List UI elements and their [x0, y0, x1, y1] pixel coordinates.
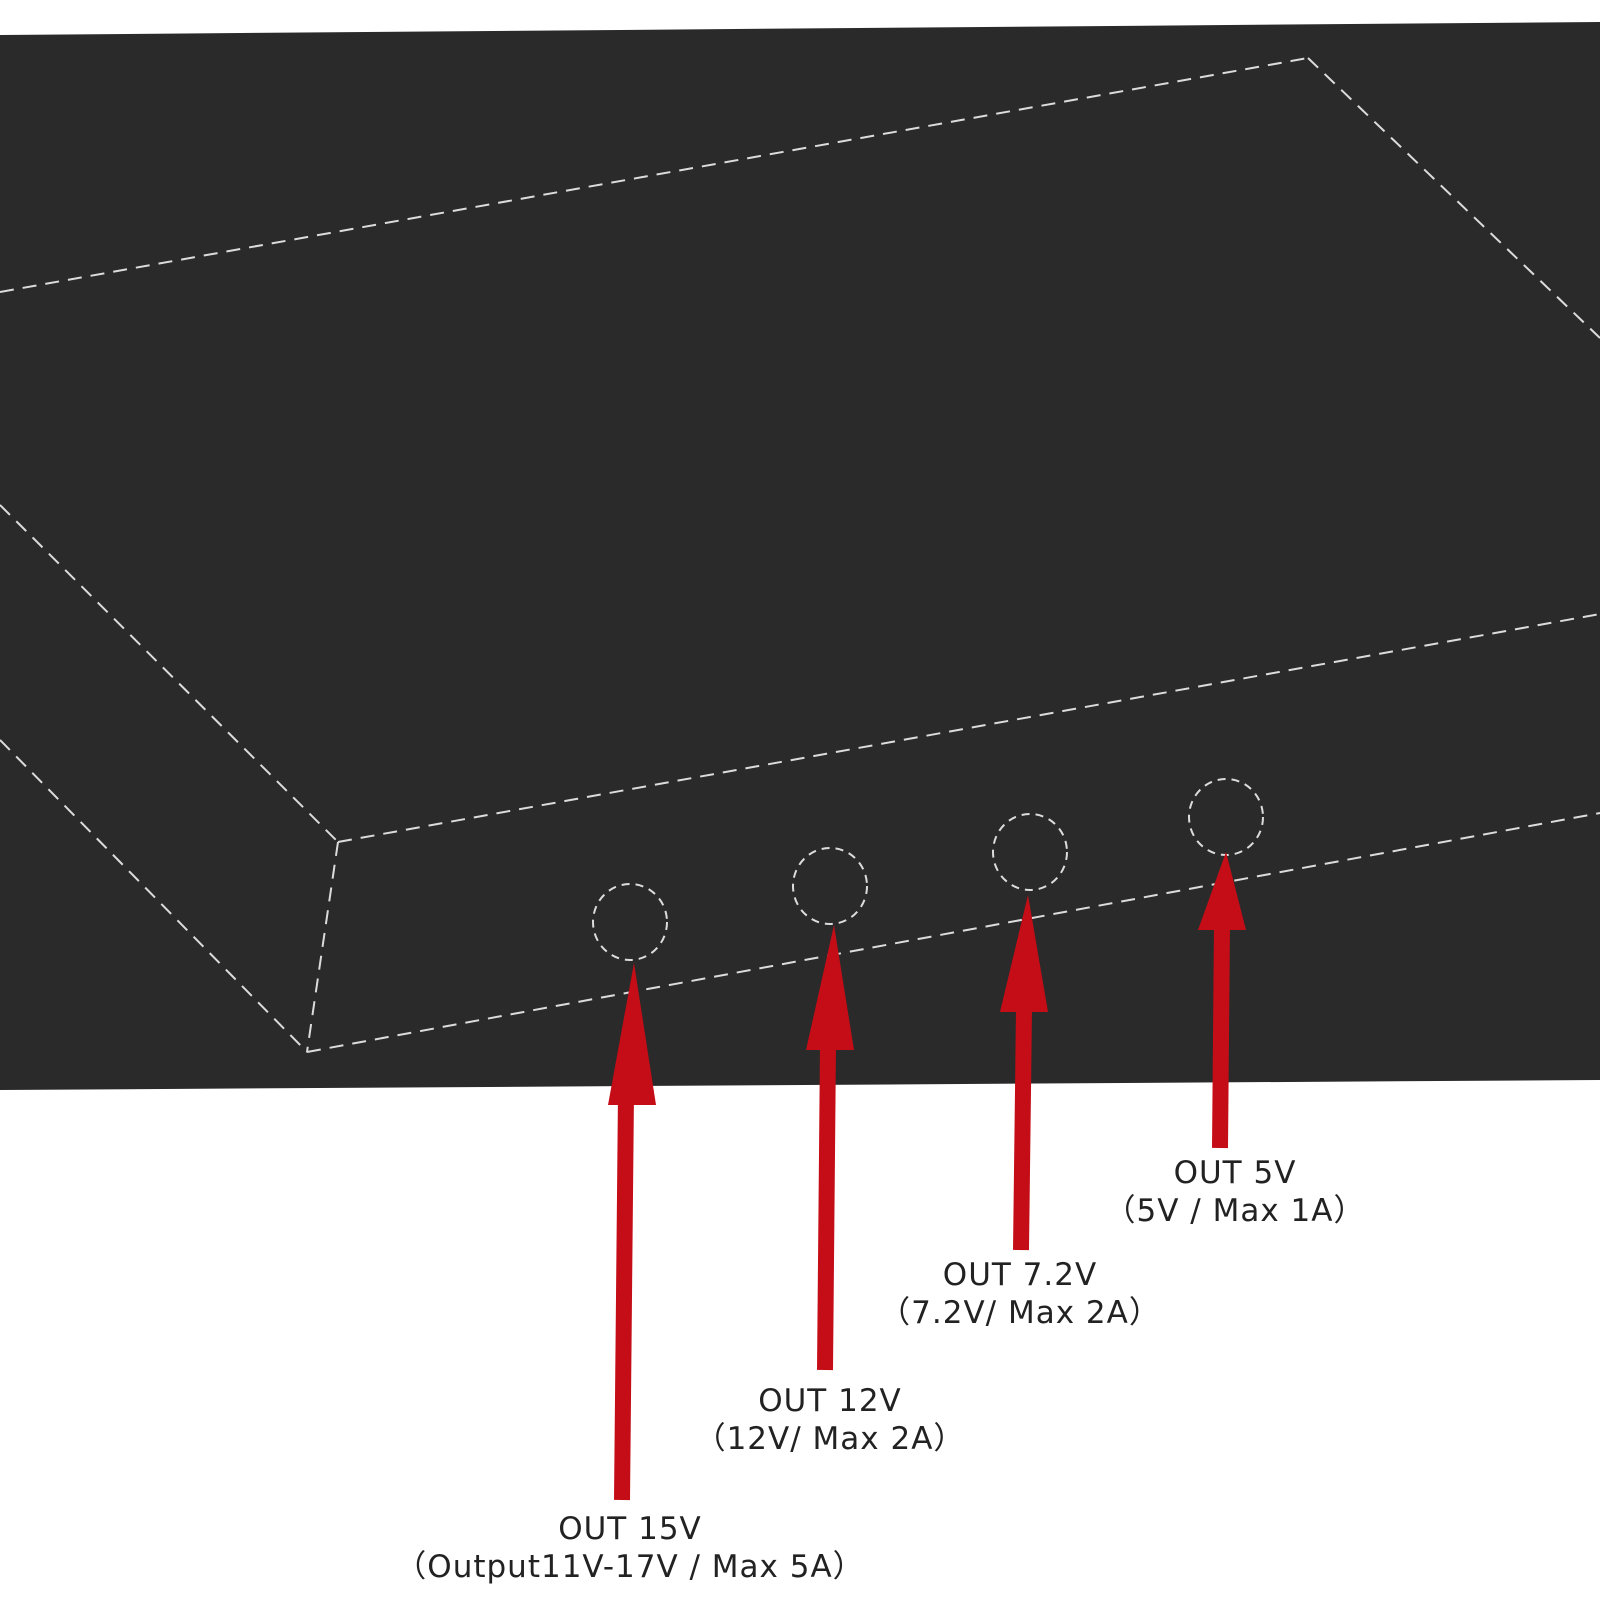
top-left-edge: [0, 504, 339, 843]
top-back-edge: [0, 57, 1309, 293]
arrow-5v: [1198, 852, 1246, 1149]
port-7-2v: [992, 813, 1068, 891]
label-title: OUT 7.2V: [942, 1257, 1098, 1293]
label-title: OUT 5V: [1173, 1155, 1297, 1191]
arrow-12v: [806, 925, 854, 1371]
side-bottom-edge: [0, 739, 308, 1053]
label-out-12v: OUT 12V （12V/ Max 2A）: [630, 1382, 1030, 1458]
label-subtitle: （Output11V-17V / Max 5A）: [395, 1549, 865, 1585]
label-subtitle: （12V/ Max 2A）: [694, 1421, 966, 1457]
front-top-edge: [337, 613, 1600, 843]
label-out-15v: OUT 15V （Output11V-17V / Max 5A）: [310, 1510, 950, 1586]
label-out-7-2v: OUT 7.2V （7.2V/ Max 2A）: [820, 1256, 1220, 1332]
label-subtitle: （5V / Max 1A）: [1104, 1193, 1366, 1229]
front-left-edge: [306, 841, 339, 1053]
dark-panel: [0, 22, 1600, 1090]
port-12v: [792, 847, 868, 925]
label-subtitle: （7.2V/ Max 2A）: [879, 1295, 1161, 1331]
port-15v: [592, 883, 668, 961]
arrow-7-2v: [1000, 895, 1048, 1251]
label-out-5v: OUT 5V （5V / Max 1A）: [1040, 1154, 1430, 1230]
front-bottom-edge: [306, 812, 1600, 1053]
label-title: OUT 12V: [758, 1383, 902, 1419]
device-outline: [0, 57, 1600, 1053]
label-title: OUT 15V: [558, 1511, 702, 1547]
arrow-15v: [608, 963, 656, 1501]
